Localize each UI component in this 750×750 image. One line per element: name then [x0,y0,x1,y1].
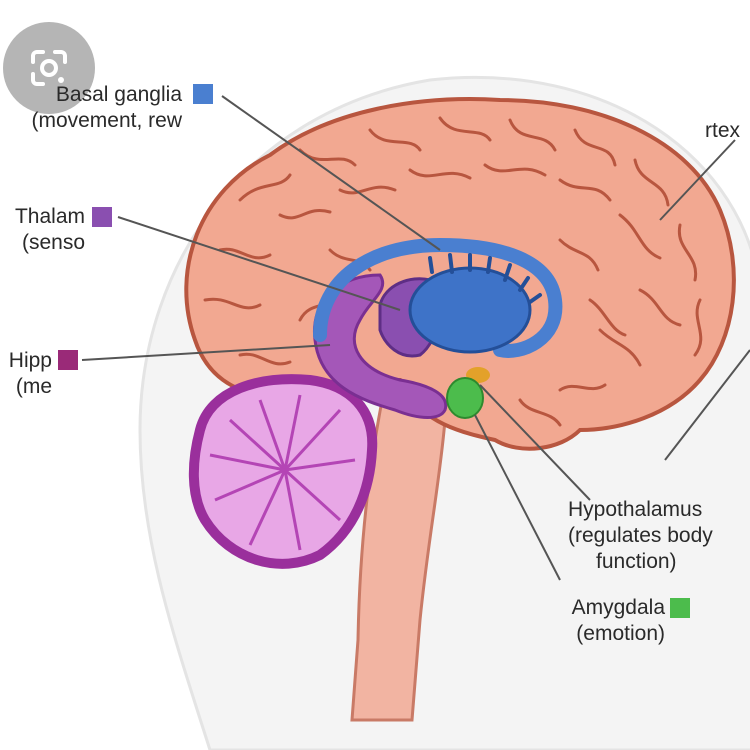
hippocampus-title: Hipp [8,349,52,372]
amygdala-title: Amygdala [571,596,665,619]
thalamus-label: Thalam (senso [0,204,85,256]
amygdala-detail: (emotion) [576,622,665,645]
amygdala-swatch [670,598,690,618]
hypothalamus-label: Hypothalamus (regulates body function) [568,497,750,575]
basal-ganglia-detail: (movement, rew [31,109,182,132]
google-lens-icon[interactable] [3,22,95,114]
hippocampus-detail: (me [15,375,52,398]
cortex-title: rtex [705,119,741,142]
hypothalamus-detail2: function) [596,550,677,573]
hippocampus-region [312,273,448,419]
cerebellum-folia [209,394,356,551]
hypothalamus-title: Hypothalamus [568,498,703,521]
basal-ganglia-label: Basal ganglia (movement, rew [0,82,182,134]
amygdala-label: Amygdala (emotion) [545,595,665,647]
basal-ganglia-striations [428,253,542,304]
lens-glyph [31,50,67,86]
cortex-label: rtex [705,118,750,144]
basal-ganglia-arc [313,237,563,358]
amygdala-region [446,377,484,419]
basal-ganglia-swatch [193,84,213,104]
basal-ganglia-nucleus [408,266,532,354]
hippocampus-label: Hipp (me [0,348,52,400]
thalamus-detail: (senso [21,231,85,254]
thalamus-title: Thalam [14,205,85,228]
thalamus-swatch [92,207,112,227]
hippocampus-swatch [58,350,78,370]
hypothalamus-detail: (regulates body [568,524,713,547]
leader-lines [81,95,750,581]
basal-ganglia-title: Basal ganglia [55,83,182,106]
